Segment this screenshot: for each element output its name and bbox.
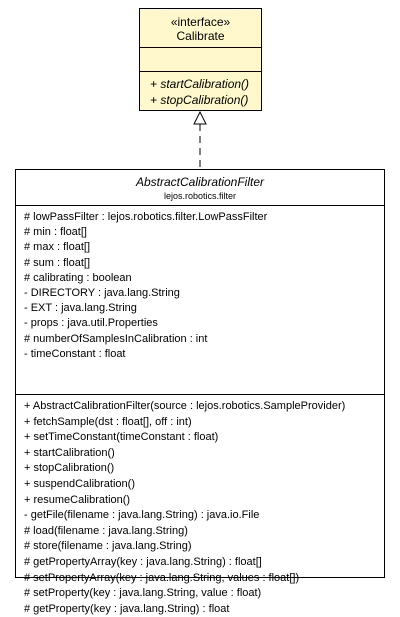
interface-operation: + startCalibration() [150, 77, 250, 91]
class-operation: # setProperty(key : java.lang.String, va… [24, 587, 262, 600]
class-operation: # load(filename : java.lang.String) [24, 524, 188, 537]
class-attributes-section: # lowPassFilter : lejos.robotics.filter.… [16, 206, 384, 395]
class-attribute: # numberOfSamplesInCalibration : int [24, 332, 208, 345]
class-attribute: - EXT : java.lang.String [24, 302, 137, 315]
class-header: AbstractCalibrationFilter lejos.robotics… [16, 170, 384, 206]
class-operation: # store(filename : java.lang.String) [24, 540, 192, 553]
realization-connector [193, 110, 207, 169]
class-name: AbstractCalibrationFilter [135, 175, 265, 189]
interface-operation: + stopCalibration() [150, 93, 249, 107]
class-attribute: # lowPassFilter : lejos.robotics.filter.… [24, 211, 268, 223]
interface-name: Calibrate [176, 29, 225, 43]
class-operation: - getFile(filename : java.lang.String) :… [24, 509, 260, 522]
class-operation: + suspendCalibration() [24, 477, 135, 490]
class-operation: + AbstractCalibrationFilter(source : lej… [24, 400, 346, 412]
class-operation: # getPropertyArray(key : java.lang.Strin… [24, 555, 262, 568]
class-attribute: # sum : float[] [24, 256, 91, 269]
interface-stereotype: «interface» [170, 15, 231, 29]
interface-attributes-section [140, 48, 261, 72]
class-abstractcalibrationfilter-box[interactable]: AbstractCalibrationFilter lejos.robotics… [15, 169, 385, 615]
realization-arrowhead [193, 110, 207, 125]
class-operation: # setPropertyArray(key : java.lang.Strin… [24, 571, 300, 584]
class-operation: # getProperty(key : java.lang.String) : … [24, 602, 230, 615]
class-operation: + startCalibration() [24, 446, 115, 459]
class-operation: + fetchSample(dst : float[], off : int) [24, 415, 192, 428]
class-attribute: # calibrating : boolean [24, 271, 132, 284]
class-attribute: - timeConstant : float [24, 347, 126, 360]
class-attribute: # max : float[] [24, 241, 91, 254]
class-attribute: # min : float[] [24, 226, 87, 239]
interface-header: «interface» Calibrate [140, 9, 261, 48]
class-attribute: - DIRECTORY : java.lang.String [24, 287, 180, 300]
interface-operations-section: + startCalibration() + stopCalibration() [140, 72, 261, 108]
class-operation: + setTimeConstant(timeConstant : float) [24, 431, 219, 444]
class-package: lejos.robotics.filter [163, 191, 237, 201]
class-attribute: - props : java.util.Properties [24, 317, 158, 330]
class-operation: + stopCalibration() [24, 462, 115, 475]
class-operation: + resumeCalibration() [24, 493, 131, 506]
interface-calibrate-box[interactable]: «interface» Calibrate + startCalibration… [139, 8, 262, 111]
